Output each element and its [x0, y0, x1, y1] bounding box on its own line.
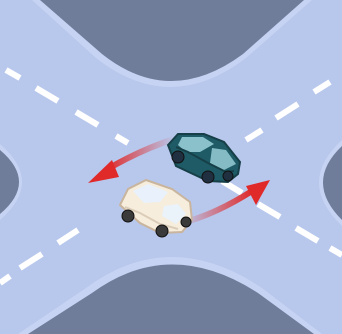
- intersection-svg: [0, 0, 342, 334]
- intersection-illustration: [0, 0, 342, 334]
